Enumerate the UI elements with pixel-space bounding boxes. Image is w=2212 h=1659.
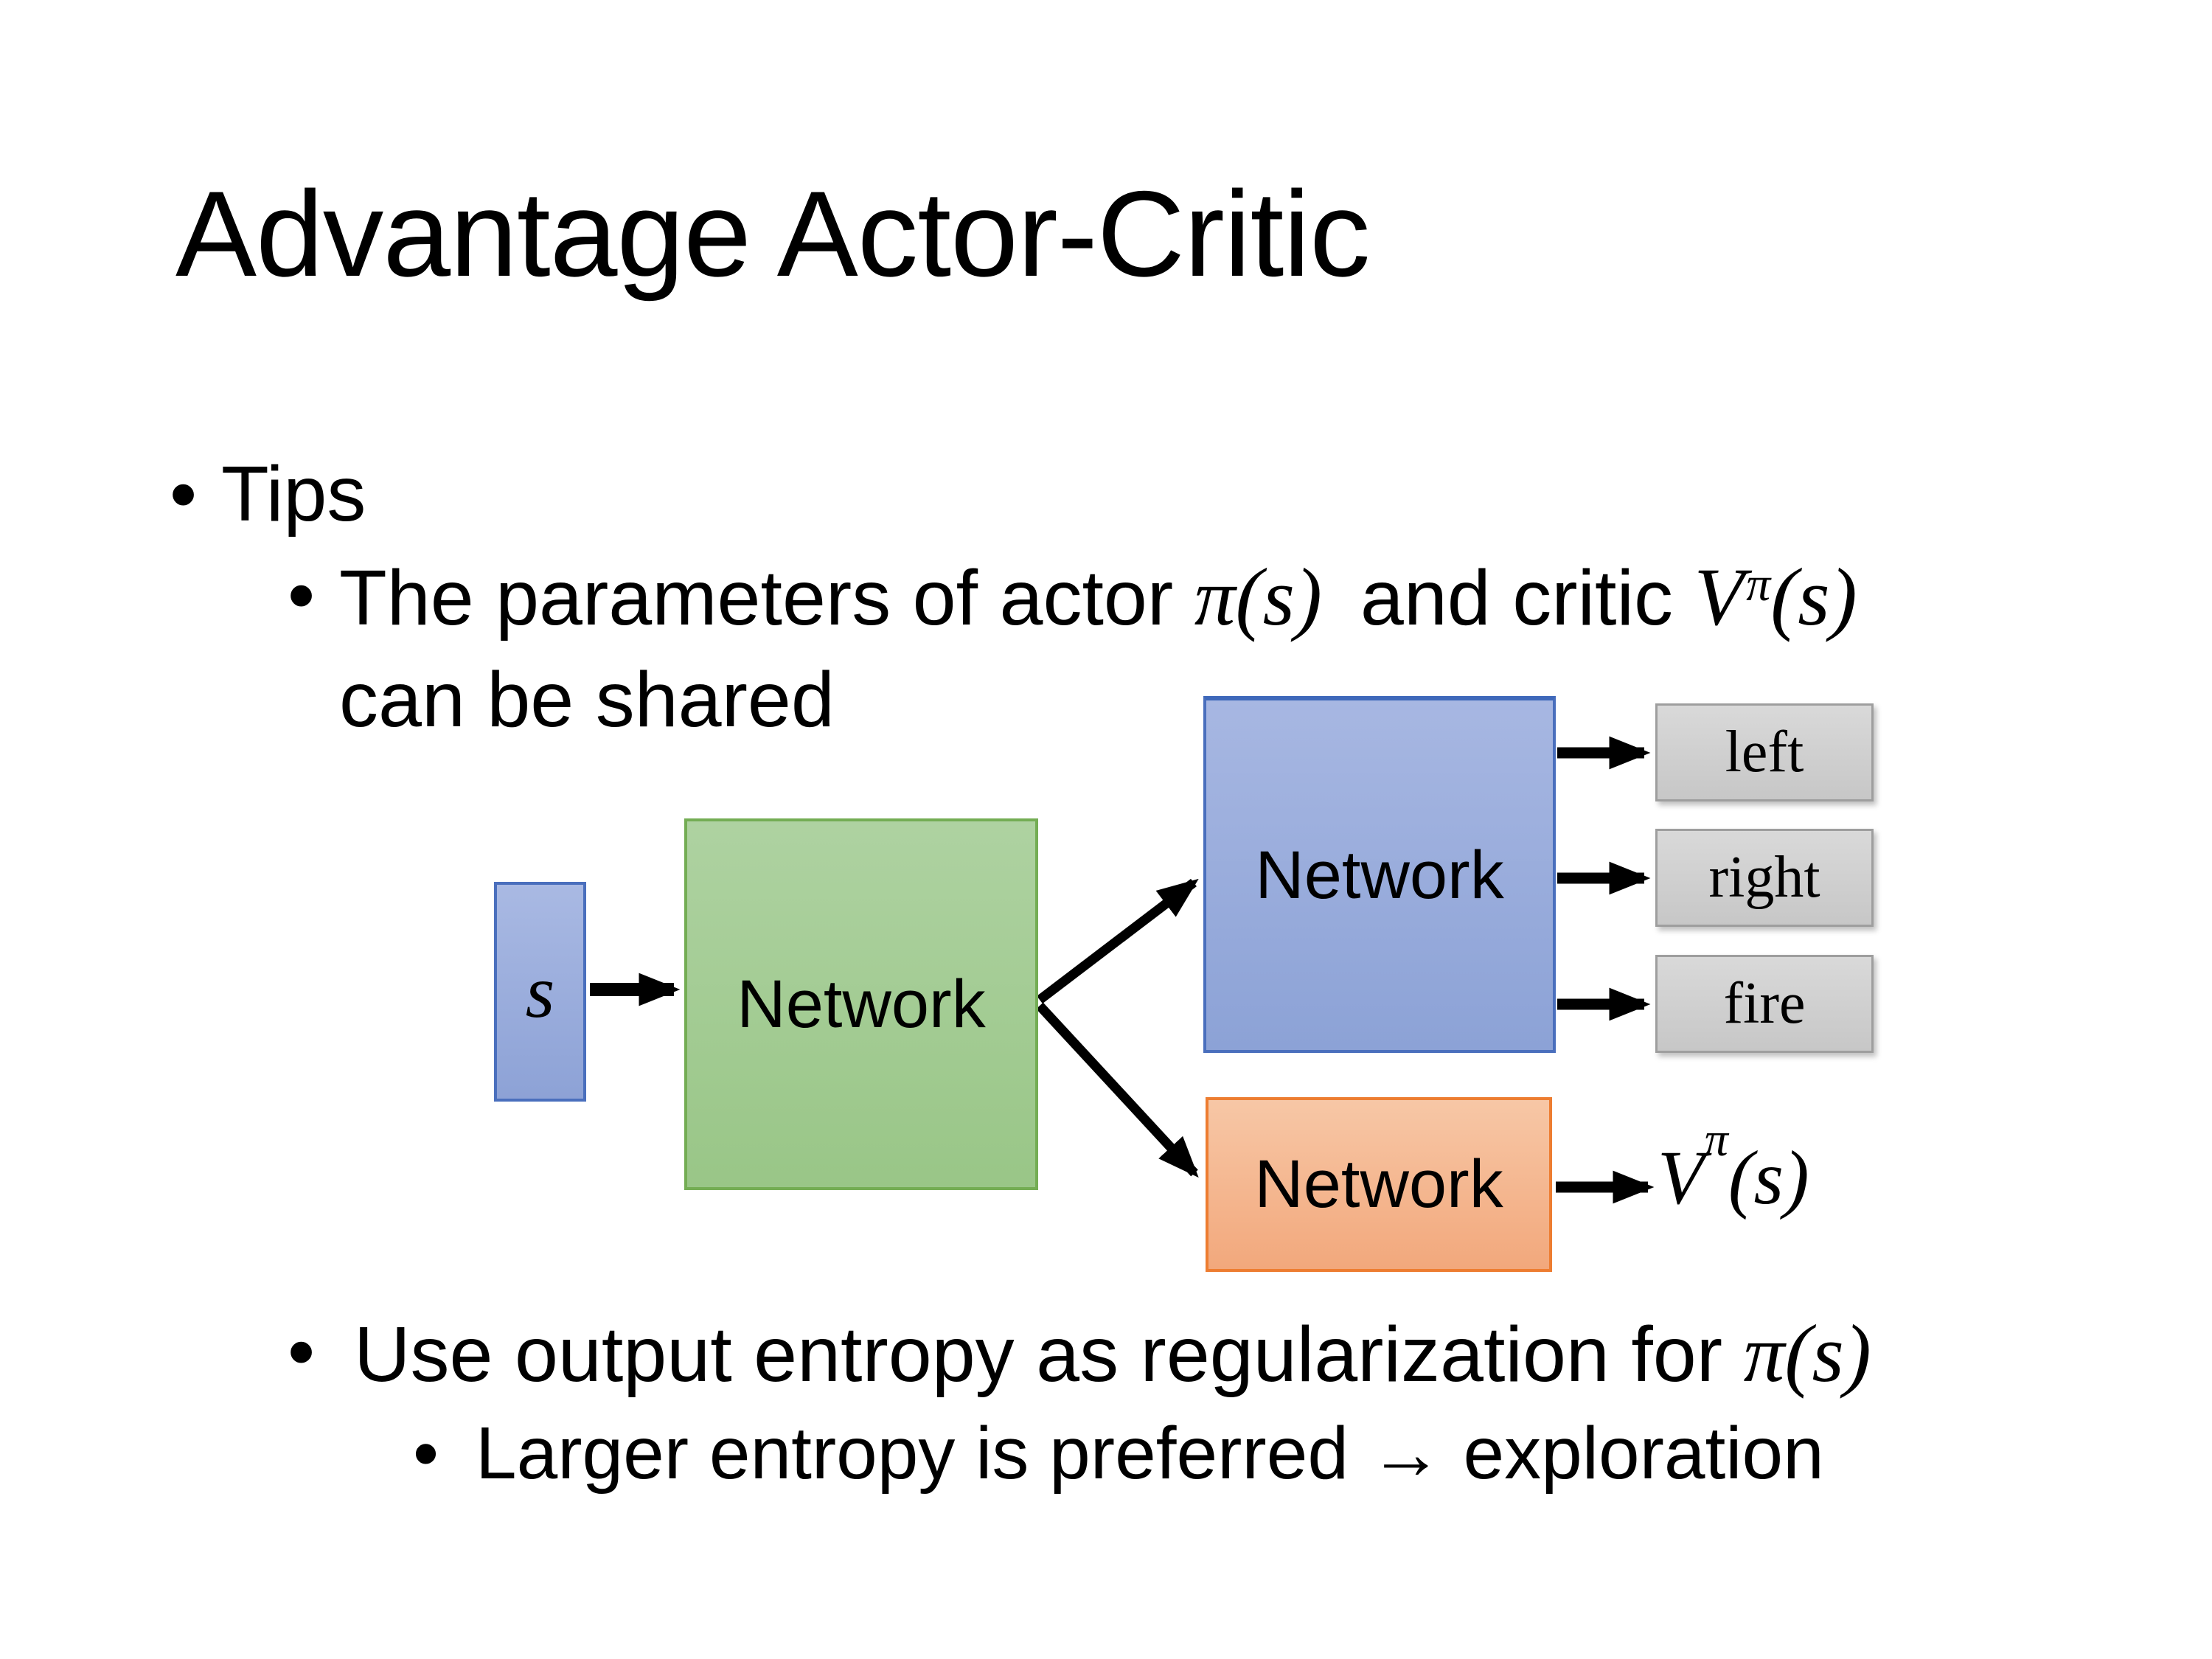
entropy-regularization-text: Use output entropy as regularization for… (354, 1302, 1871, 1407)
action-box-right: right (1655, 829, 1874, 927)
arrow-shared-to-actor (1037, 878, 1199, 1004)
slide-title: Advantage Actor-Critic (175, 166, 1371, 302)
bullet-dot-icon: • (288, 552, 316, 639)
actor-network-label: Network (1255, 837, 1504, 913)
bullet-dot-icon: • (288, 1308, 316, 1395)
bullet-exploration-label: Larger entropy is preferred → exploratio… (476, 1412, 1824, 1495)
critic-network-label: Network (1254, 1147, 1503, 1222)
shared-network-box: Network (684, 818, 1038, 1190)
value-args: (s) (1770, 552, 1857, 643)
text-between: and critic (1360, 554, 1674, 641)
value-superscript-pi: π (1704, 1113, 1728, 1166)
actor-network-box: Network (1203, 696, 1556, 1053)
shared-parameters-line2: can be shared (339, 656, 835, 744)
value-base: V (1694, 552, 1745, 643)
bullet-dot-icon: • (413, 1412, 439, 1495)
bullet-entropy-regularization: • Use output entropy as regularization f… (288, 1302, 1871, 1407)
action-label-left: left (1725, 720, 1804, 785)
bullet-tips: • Tips (170, 445, 366, 545)
action-box-fire: fire (1655, 955, 1874, 1053)
action-label-right: right (1708, 845, 1820, 910)
state-input-label: s (525, 950, 555, 1034)
value-output-label: Vπ(s) (1658, 1113, 1809, 1222)
bullet-exploration: • Larger entropy is preferred → explorat… (413, 1406, 1824, 1500)
action-box-left: left (1655, 703, 1874, 801)
text-before-pi: Use output entropy as regularization for (354, 1311, 1723, 1398)
value-base: V (1658, 1135, 1705, 1220)
bullet-shared-parameters: • The parameters of actor π(s) and criti… (288, 546, 1857, 751)
critic-network-box: Network (1206, 1097, 1552, 1272)
value-superscript-pi: π (1746, 557, 1771, 612)
value-function-term: Vπ(s) (1694, 546, 1857, 650)
bullet-dot-icon: • (170, 451, 198, 538)
arrow-shared-to-critic (1036, 1002, 1199, 1178)
text-before-pi: The parameters of actor (339, 554, 1174, 641)
shared-network-label: Network (737, 966, 986, 1042)
bullet-tips-label: Tips (221, 451, 366, 538)
state-input-box: s (494, 882, 586, 1102)
bullet-shared-parameters-text: The parameters of actor π(s) and critic … (339, 546, 1857, 751)
pi-of-s-term: π(s) (1194, 552, 1322, 643)
pi-of-s-term: π(s) (1743, 1309, 1871, 1399)
value-args: (s) (1728, 1135, 1809, 1220)
shared-parameters-line1: The parameters of actor π(s) and critic … (339, 546, 1857, 650)
action-label-fire: fire (1723, 971, 1806, 1036)
